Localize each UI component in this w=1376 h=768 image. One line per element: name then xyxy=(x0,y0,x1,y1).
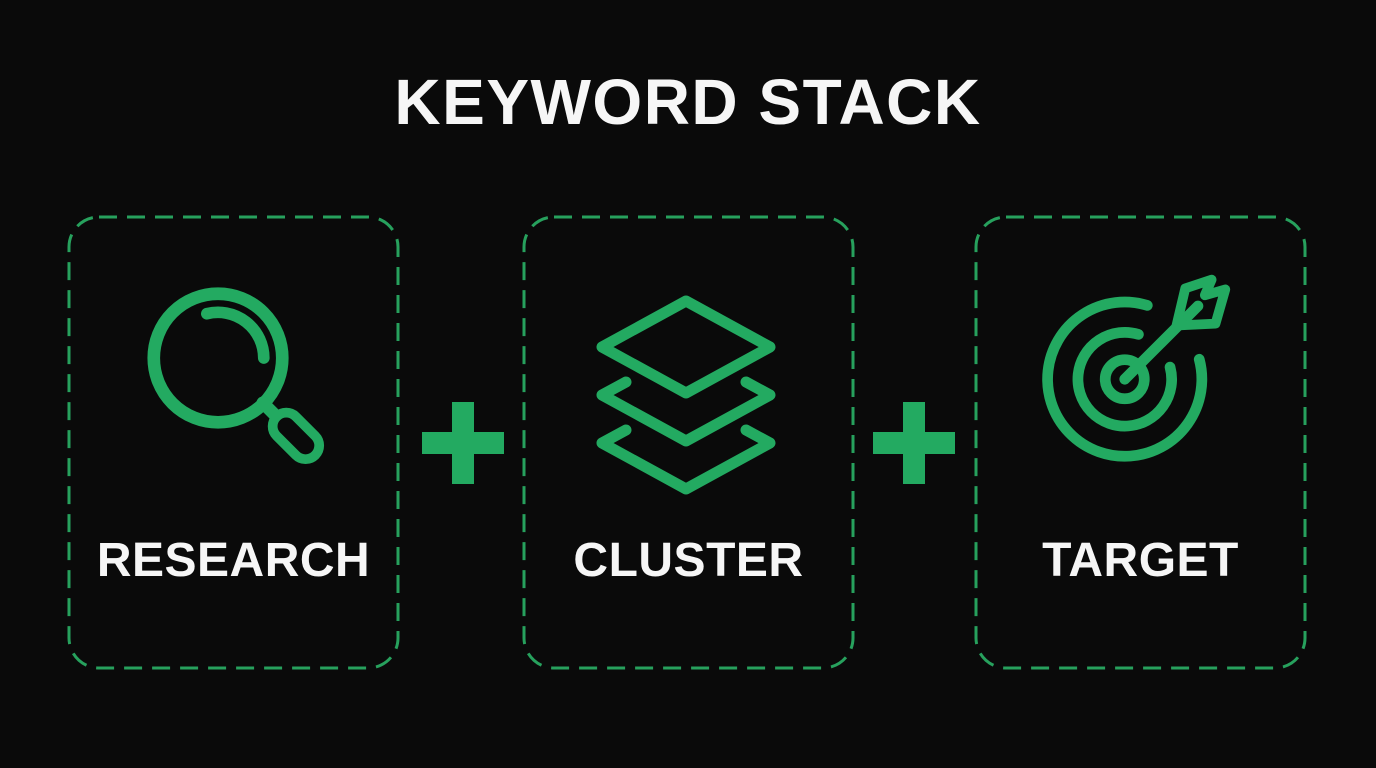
search-icon xyxy=(147,287,325,465)
dashed-border xyxy=(974,215,1307,670)
layers-icon xyxy=(596,295,776,495)
plus-icon xyxy=(873,402,955,484)
step-label-research: RESEARCH xyxy=(96,534,371,587)
step-label-target: TARGET xyxy=(1042,534,1239,587)
step-card-research: RESEARCH xyxy=(67,215,400,670)
dashed-border xyxy=(522,215,855,670)
step-card-target: TARGET xyxy=(974,215,1307,670)
step-card-cluster: CLUSTER xyxy=(522,215,855,670)
plus-icon xyxy=(422,402,504,484)
step-label-cluster: CLUSTER xyxy=(573,534,804,587)
dashed-border xyxy=(67,215,400,670)
target-arrow-icon xyxy=(1042,274,1231,462)
page-title: KEYWORD STACK xyxy=(394,66,982,138)
